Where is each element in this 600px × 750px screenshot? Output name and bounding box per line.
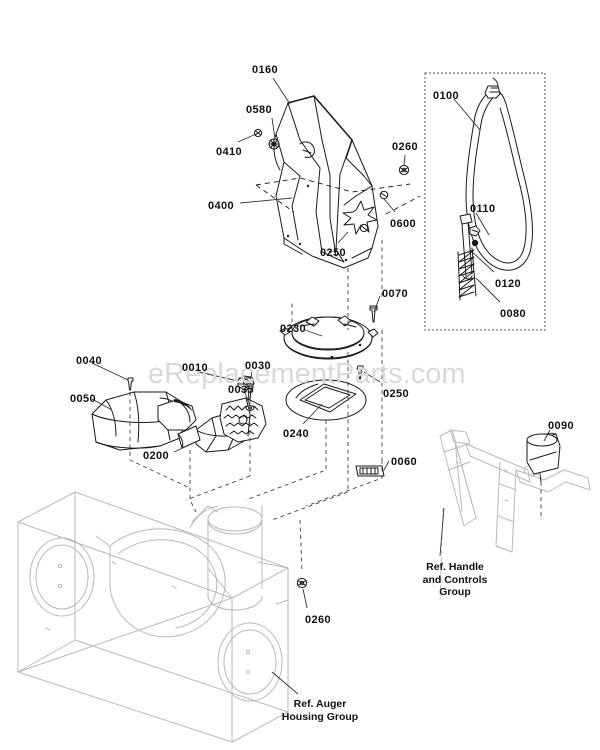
callout-label-0030: 0030: [245, 360, 272, 372]
callout-label-0200: 0200: [143, 450, 170, 462]
part-0070-bolt: [369, 305, 378, 323]
callout-label-0260b: 0260: [305, 614, 332, 626]
part-0600-spacer: [379, 190, 389, 200]
callout-label-0010: 0010: [182, 362, 209, 374]
callout-label-0040: 0040: [76, 355, 103, 367]
callout-label-0035: 0035: [228, 384, 255, 396]
ref-auger-line-2: Housing Group: [281, 710, 359, 723]
callout-label-0600: 0600: [390, 218, 417, 230]
callout-label-0410: 0410: [216, 146, 243, 158]
callout-label-0250: 0250: [320, 247, 347, 259]
part-0240-chute-gasket: [285, 379, 367, 421]
part-0410-screw: [253, 128, 263, 138]
part-0580-lock-washer: [268, 138, 280, 150]
part-0060-bracket: [355, 465, 385, 477]
part-0080-spring: [457, 247, 477, 301]
ref-auger-line-1: Ref. Auger: [293, 698, 347, 710]
callout-label-0100: 0100: [433, 90, 460, 102]
callout-label-0160: 0160: [252, 64, 279, 76]
ref-auger-housing-group-label: Ref. Auger Housing Group: [260, 698, 380, 723]
ref-handle-line-1: Ref. Handle: [426, 561, 484, 573]
part-0230-chute-ring: [279, 315, 379, 360]
callout-label-0230: 0230: [280, 323, 307, 335]
auger-housing-group-ghost: [17, 491, 289, 743]
part-0040-screw-small: [127, 377, 134, 391]
part-0200-crank-gearbox: [177, 397, 267, 453]
callout-label-0110: 0110: [470, 203, 496, 215]
cable-detail-inset-box: [424, 72, 546, 331]
watermark: eReplacementParts.com: [148, 358, 466, 390]
callout-label-0090: 0090: [548, 420, 575, 432]
callout-label-0070: 0070: [382, 288, 409, 300]
ref-handle-line-3: Group: [439, 586, 471, 598]
callout-label-0580: 0580: [246, 104, 273, 116]
part-0250-carriage-bolt-lower: [356, 365, 364, 380]
assembly-axis-dashed-lines: [129, 240, 383, 573]
callout-label-0080: 0080: [500, 308, 527, 320]
leader-lines: [91, 77, 551, 695]
part-0110-cable-clip: [469, 225, 481, 247]
part-0090-knob-cap: [526, 432, 561, 520]
part-0260-nut-upper: [398, 164, 410, 176]
ref-handle-and-controls-group-label: Ref. Handle and Controls Group: [411, 561, 499, 599]
callout-label-0240: 0240: [283, 428, 310, 440]
callout-label-0260: 0260: [392, 141, 419, 153]
callout-label-0050: 0050: [70, 393, 97, 405]
part-0160-chute-assembly: [273, 95, 379, 269]
part-0250-carriage-bolt-upper: [359, 223, 369, 233]
part-0050-chute-cap: [91, 391, 197, 451]
callout-label-0400: 0400: [208, 200, 235, 212]
callout-label-0060: 0060: [391, 456, 418, 468]
callout-label-0250b: 0250: [383, 388, 410, 400]
ref-handle-line-2: and Controls: [422, 573, 488, 586]
part-0100-control-cable: [465, 77, 533, 271]
part-0400-deflector-guides: [255, 177, 421, 215]
callout-label-0120: 0120: [495, 278, 522, 290]
part-0260-nut-lower: [296, 577, 308, 589]
part-0120-rod: [459, 213, 473, 280]
